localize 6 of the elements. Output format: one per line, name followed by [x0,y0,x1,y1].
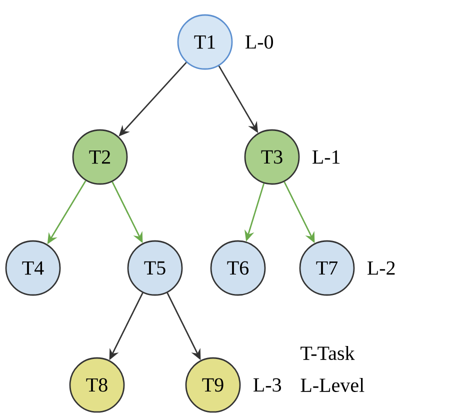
level-label: L-1 [312,150,340,164]
level-label: L-0 [245,35,274,49]
level-label: L-2 [367,261,395,275]
level-label: L-3 [253,378,281,392]
legend-text: T-Task [300,346,355,360]
legend-text: L-Level [300,378,364,392]
